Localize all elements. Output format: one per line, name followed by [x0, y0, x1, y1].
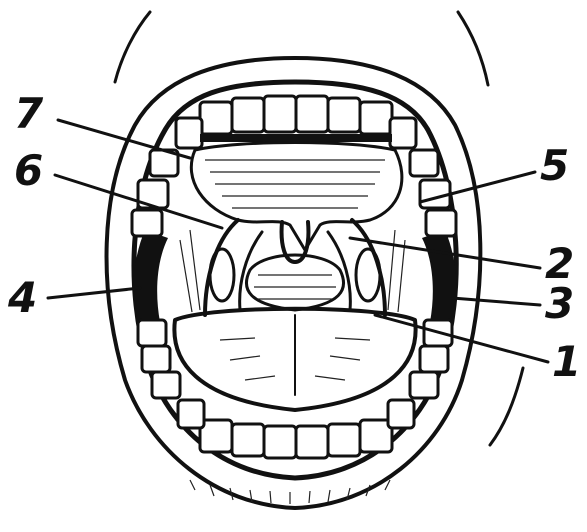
leader-line-4 [48, 288, 140, 298]
right-tonsil [356, 249, 380, 301]
left-tonsil [210, 249, 234, 301]
right-cheek-shadow [422, 230, 457, 325]
label-6: 6 [14, 146, 43, 195]
label-1: 1 [552, 337, 581, 386]
leader-line-1 [375, 315, 548, 362]
palate [191, 143, 402, 251]
pharynx [210, 249, 380, 310]
left-cheek-shadow [133, 230, 168, 325]
label-5: 5 [540, 141, 569, 190]
label-3: 3 [545, 279, 574, 328]
label-4: 4 [7, 273, 37, 322]
label-7: 7 [14, 89, 44, 138]
tongue [174, 309, 415, 410]
leader-line-3 [452, 298, 540, 305]
